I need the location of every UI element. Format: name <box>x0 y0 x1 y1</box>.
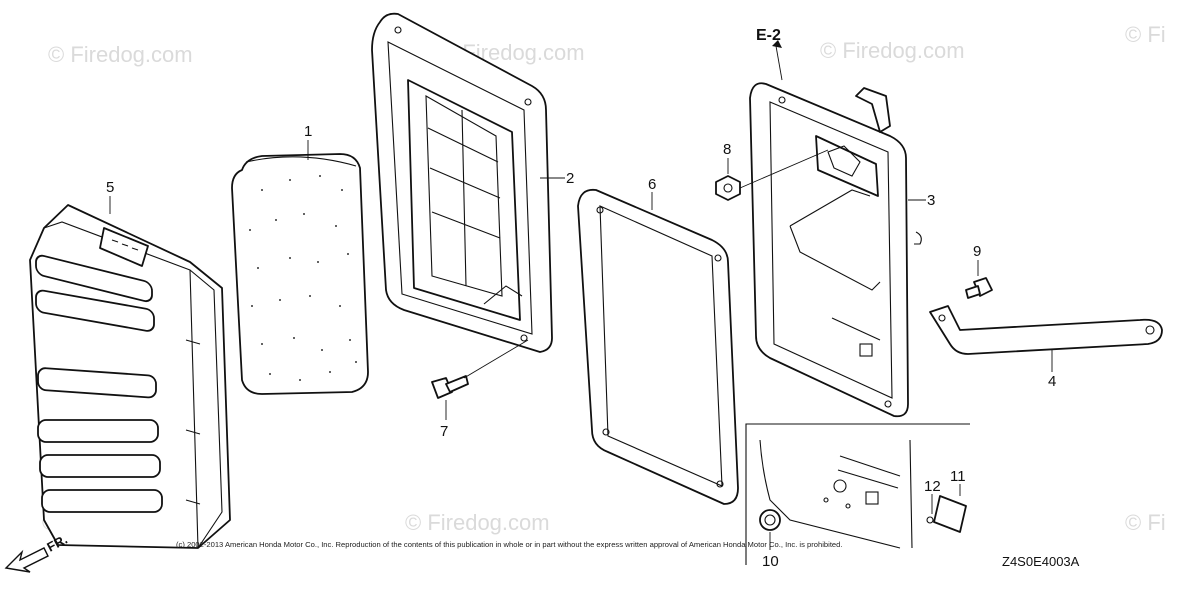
callout-12: 12 <box>924 478 941 495</box>
callout-5: 5 <box>106 179 114 196</box>
reference-label: E-2 <box>756 27 781 44</box>
callout-11: 11 <box>950 468 966 485</box>
callout-6: 6 <box>648 176 656 193</box>
callout-7: 7 <box>440 423 448 440</box>
part-1-filter-element <box>231 153 369 395</box>
callout-9: 9 <box>973 243 981 260</box>
part-8-nut <box>715 175 741 201</box>
part-9-bolt <box>965 277 993 299</box>
part-12-clip <box>926 516 934 524</box>
callout-2: 2 <box>566 170 574 187</box>
watermark: © Firedog.com <box>820 38 965 63</box>
part-6-gasket <box>577 188 739 505</box>
watermark: © Firedog.com <box>405 510 550 535</box>
callout-10: 10 <box>762 553 779 570</box>
diagram-code: Z4S0E4003A <box>1002 554 1080 569</box>
copyright-notice: (c) 2002-2013 American Honda Motor Co., … <box>176 540 843 549</box>
inset-detail <box>745 423 970 565</box>
part-5-air-cleaner-cover <box>29 204 231 549</box>
callout-4: 4 <box>1048 373 1056 390</box>
leader-lines <box>109 140 1053 550</box>
callout-1: 1 <box>304 123 312 140</box>
reference-arrow <box>775 45 783 81</box>
callout-8: 8 <box>723 141 731 158</box>
part-7-bolt <box>431 375 469 399</box>
watermark-partial: © Fi <box>1125 22 1166 47</box>
part-3-air-cleaner-base <box>749 82 922 418</box>
part-4-stay-bracket <box>929 305 1163 355</box>
callout-3: 3 <box>927 192 935 209</box>
watermark: © Firedog.com <box>48 42 193 67</box>
front-direction-arrow-icon: FR. <box>4 532 70 573</box>
part-2-filter-case <box>371 12 553 353</box>
reference-arrowhead <box>772 40 782 48</box>
part-11-tube <box>933 495 967 533</box>
part-10-grommet <box>759 509 781 531</box>
watermark-partial: © Fi <box>1125 510 1166 535</box>
